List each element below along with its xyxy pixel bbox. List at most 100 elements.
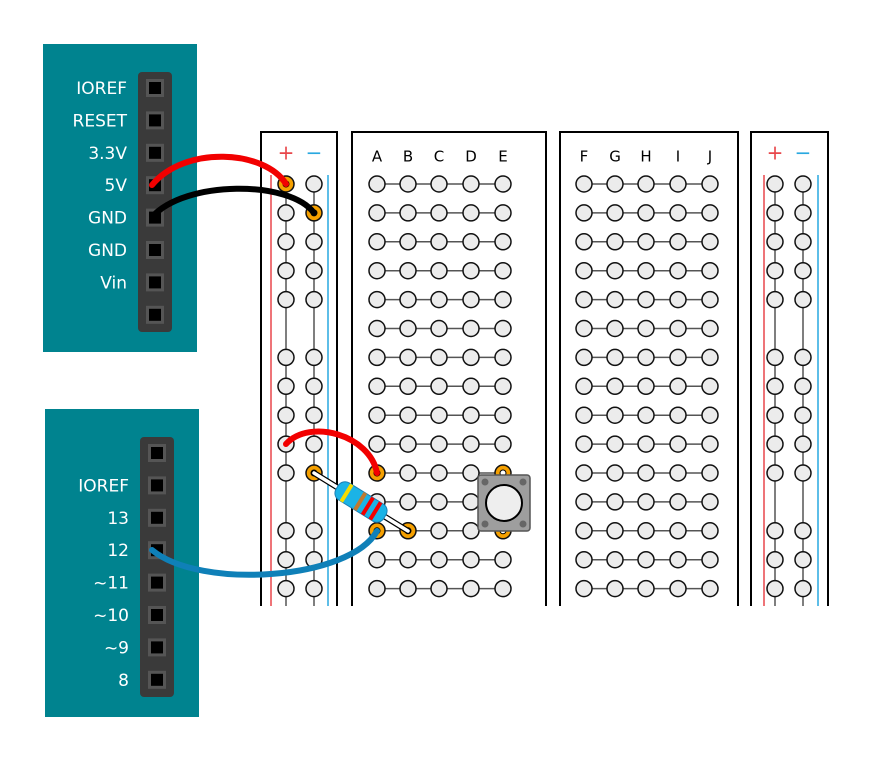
- breadboard-hole[interactable]: [305, 290, 323, 309]
- breadboard-hole[interactable]: [701, 175, 719, 193]
- breadboard-hole[interactable]: [637, 377, 655, 396]
- breadboard-hole[interactable]: [430, 204, 448, 222]
- breadboard-hole[interactable]: [494, 290, 512, 309]
- breadboard-hole[interactable]: [399, 204, 417, 222]
- breadboard-hole[interactable]: [575, 377, 593, 396]
- breadboard-hole[interactable]: [606, 319, 624, 338]
- breadboard-hole[interactable]: [368, 261, 386, 280]
- breadboard-hole[interactable]: [430, 406, 448, 424]
- breadboard-hole[interactable]: [277, 550, 295, 569]
- breadboard-hole[interactable]: [637, 175, 655, 193]
- breadboard-hole[interactable]: [794, 233, 812, 251]
- breadboard-hole[interactable]: [766, 290, 784, 309]
- breadboard-hole[interactable]: [575, 435, 593, 453]
- breadboard-hole[interactable]: [462, 175, 480, 193]
- breadboard-hole[interactable]: [494, 233, 512, 251]
- breadboard-hole[interactable]: [368, 435, 386, 453]
- breadboard-hole[interactable]: [794, 579, 812, 598]
- breadboard-hole[interactable]: [575, 406, 593, 424]
- breadboard-hole[interactable]: [766, 435, 784, 453]
- breadboard-hole[interactable]: [368, 406, 386, 424]
- breadboard-hole[interactable]: [669, 406, 687, 424]
- breadboard-hole[interactable]: [430, 435, 448, 453]
- breadboard-hole[interactable]: [637, 290, 655, 309]
- breadboard-hole[interactable]: [462, 290, 480, 309]
- breadboard-hole[interactable]: [305, 348, 323, 367]
- breadboard-hole[interactable]: [462, 319, 480, 338]
- breadboard-hole[interactable]: [430, 348, 448, 367]
- breadboard-hole[interactable]: [494, 550, 512, 569]
- breadboard-hole[interactable]: [368, 290, 386, 309]
- breadboard-hole[interactable]: [305, 579, 323, 598]
- breadboard-hole[interactable]: [669, 204, 687, 222]
- breadboard-hole[interactable]: [701, 233, 719, 251]
- breadboard-hole[interactable]: [399, 233, 417, 251]
- breadboard-hole[interactable]: [462, 522, 480, 540]
- breadboard-hole[interactable]: [430, 175, 448, 193]
- breadboard-hole[interactable]: [669, 464, 687, 482]
- breadboard-hole[interactable]: [766, 233, 784, 251]
- breadboard-hole[interactable]: [462, 464, 480, 482]
- breadboard-hole[interactable]: [766, 348, 784, 367]
- breadboard-hole[interactable]: [277, 261, 295, 280]
- breadboard-hole[interactable]: [766, 377, 784, 396]
- breadboard-hole[interactable]: [494, 319, 512, 338]
- breadboard-hole[interactable]: [305, 406, 323, 424]
- breadboard-hole[interactable]: [637, 233, 655, 251]
- breadboard-hole[interactable]: [701, 522, 719, 540]
- breadboard-hole[interactable]: [701, 319, 719, 338]
- breadboard-hole[interactable]: [669, 435, 687, 453]
- breadboard-hole[interactable]: [494, 175, 512, 193]
- breadboard-hole[interactable]: [368, 348, 386, 367]
- breadboard-hole[interactable]: [701, 464, 719, 482]
- breadboard-hole[interactable]: [399, 319, 417, 338]
- breadboard-hole[interactable]: [368, 550, 386, 569]
- breadboard-hole[interactable]: [430, 233, 448, 251]
- breadboard-hole[interactable]: [766, 464, 784, 482]
- breadboard-hole[interactable]: [606, 204, 624, 222]
- breadboard-hole[interactable]: [399, 290, 417, 309]
- breadboard-hole[interactable]: [701, 348, 719, 367]
- breadboard-hole[interactable]: [637, 319, 655, 338]
- breadboard-hole[interactable]: [669, 175, 687, 193]
- breadboard-hole[interactable]: [399, 579, 417, 598]
- breadboard-hole[interactable]: [430, 261, 448, 280]
- breadboard-hole[interactable]: [701, 435, 719, 453]
- breadboard-hole[interactable]: [399, 406, 417, 424]
- breadboard-hole[interactable]: [462, 579, 480, 598]
- breadboard-hole[interactable]: [606, 175, 624, 193]
- breadboard-hole[interactable]: [462, 261, 480, 280]
- breadboard-hole[interactable]: [430, 464, 448, 482]
- breadboard-hole[interactable]: [669, 319, 687, 338]
- breadboard-hole[interactable]: [794, 406, 812, 424]
- breadboard-hole[interactable]: [368, 204, 386, 222]
- breadboard-hole[interactable]: [794, 290, 812, 309]
- breadboard-hole[interactable]: [494, 579, 512, 598]
- breadboard-hole[interactable]: [430, 290, 448, 309]
- breadboard-hole[interactable]: [669, 348, 687, 367]
- breadboard-hole[interactable]: [575, 233, 593, 251]
- breadboard-hole[interactable]: [766, 579, 784, 598]
- breadboard-hole[interactable]: [575, 348, 593, 367]
- breadboard-hole[interactable]: [575, 261, 593, 280]
- breadboard-hole[interactable]: [766, 550, 784, 569]
- breadboard-hole[interactable]: [494, 348, 512, 367]
- breadboard-hole[interactable]: [430, 579, 448, 598]
- breadboard-hole[interactable]: [794, 175, 812, 193]
- breadboard-hole[interactable]: [494, 261, 512, 280]
- breadboard-hole[interactable]: [669, 522, 687, 540]
- breadboard-hole[interactable]: [277, 204, 295, 222]
- breadboard-hole[interactable]: [430, 377, 448, 396]
- breadboard-hole[interactable]: [669, 290, 687, 309]
- breadboard-hole[interactable]: [701, 204, 719, 222]
- breadboard-hole[interactable]: [462, 406, 480, 424]
- breadboard-hole[interactable]: [701, 550, 719, 569]
- breadboard-hole[interactable]: [399, 550, 417, 569]
- breadboard-hole[interactable]: [277, 406, 295, 424]
- breadboard-hole[interactable]: [606, 233, 624, 251]
- breadboard-hole[interactable]: [494, 377, 512, 396]
- breadboard-hole[interactable]: [637, 435, 655, 453]
- breadboard-hole[interactable]: [494, 435, 512, 453]
- breadboard-hole[interactable]: [277, 348, 295, 367]
- breadboard-hole[interactable]: [766, 522, 784, 540]
